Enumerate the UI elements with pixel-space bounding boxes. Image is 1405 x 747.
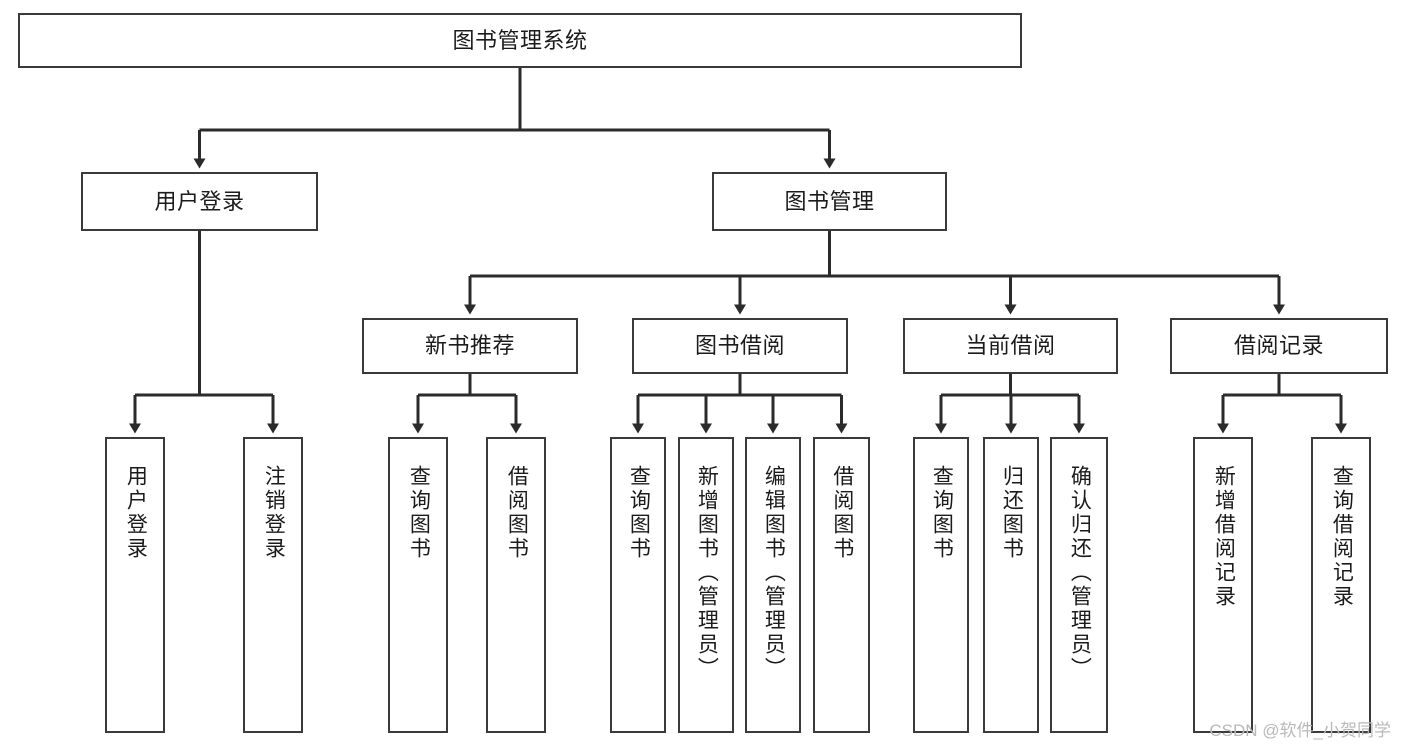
- node-label-book-manage: 图书管理: [784, 188, 875, 214]
- node-label-leaf-query-book-1: 查询图书: [407, 465, 431, 561]
- node-label-leaf-add-book: 新增图书（管理员）: [695, 465, 719, 681]
- node-leaf-edit-book[interactable]: 编辑图书（管理员）: [745, 437, 801, 733]
- node-label-leaf-borrow-book-2: 借阅图书: [830, 465, 854, 561]
- node-new-book-rec[interactable]: 新书推荐: [362, 318, 578, 374]
- node-label-leaf-query-book-2: 查询图书: [627, 465, 651, 561]
- node-leaf-add-record[interactable]: 新增借阅记录: [1193, 437, 1253, 733]
- node-label-leaf-add-record: 新增借阅记录: [1212, 465, 1236, 609]
- node-label-leaf-borrow-book-1: 借阅图书: [505, 465, 529, 561]
- node-leaf-add-book[interactable]: 新增图书（管理员）: [678, 437, 734, 733]
- node-label-book-borrow: 图书借阅: [694, 333, 785, 359]
- csdn-watermark: CSDN @软件_小贺同学: [1209, 721, 1391, 740]
- node-label-user-login: 用户登录: [154, 188, 245, 214]
- node-label-leaf-query-book-3: 查询图书: [930, 465, 954, 561]
- node-label-new-book-rec: 新书推荐: [424, 333, 515, 359]
- node-book-borrow[interactable]: 图书借阅: [632, 318, 848, 374]
- node-book-manage[interactable]: 图书管理: [712, 172, 947, 231]
- node-leaf-return-book[interactable]: 归还图书: [983, 437, 1039, 733]
- node-borrow-record[interactable]: 借阅记录: [1170, 318, 1388, 374]
- node-label-leaf-user-logout: 注销登录: [262, 465, 286, 561]
- node-leaf-borrow-book-1[interactable]: 借阅图书: [486, 437, 546, 733]
- node-root[interactable]: 图书管理系统: [18, 13, 1022, 68]
- node-leaf-query-record[interactable]: 查询借阅记录: [1311, 437, 1371, 733]
- node-leaf-user-login[interactable]: 用户登录: [105, 437, 165, 733]
- node-leaf-query-book-1[interactable]: 查询图书: [388, 437, 448, 733]
- node-current-borrow[interactable]: 当前借阅: [903, 318, 1118, 374]
- node-leaf-confirm-return[interactable]: 确认归还（管理员）: [1050, 437, 1108, 733]
- node-label-leaf-user-login: 用户登录: [124, 465, 148, 561]
- node-label-leaf-confirm-return: 确认归还（管理员）: [1068, 465, 1092, 681]
- node-user-login[interactable]: 用户登录: [81, 172, 318, 231]
- node-label-leaf-edit-book: 编辑图书（管理员）: [762, 465, 786, 681]
- node-leaf-user-logout[interactable]: 注销登录: [243, 437, 303, 733]
- node-label-borrow-record: 借阅记录: [1233, 333, 1324, 359]
- node-leaf-query-book-2[interactable]: 查询图书: [610, 437, 666, 733]
- node-label-leaf-query-record: 查询借阅记录: [1330, 465, 1354, 609]
- node-leaf-borrow-book-2[interactable]: 借阅图书: [813, 437, 870, 733]
- node-label-leaf-return-book: 归还图书: [1000, 465, 1024, 561]
- node-label-current-borrow: 当前借阅: [965, 333, 1056, 359]
- node-label-root: 图书管理系统: [452, 27, 588, 53]
- node-leaf-query-book-3[interactable]: 查询图书: [913, 437, 969, 733]
